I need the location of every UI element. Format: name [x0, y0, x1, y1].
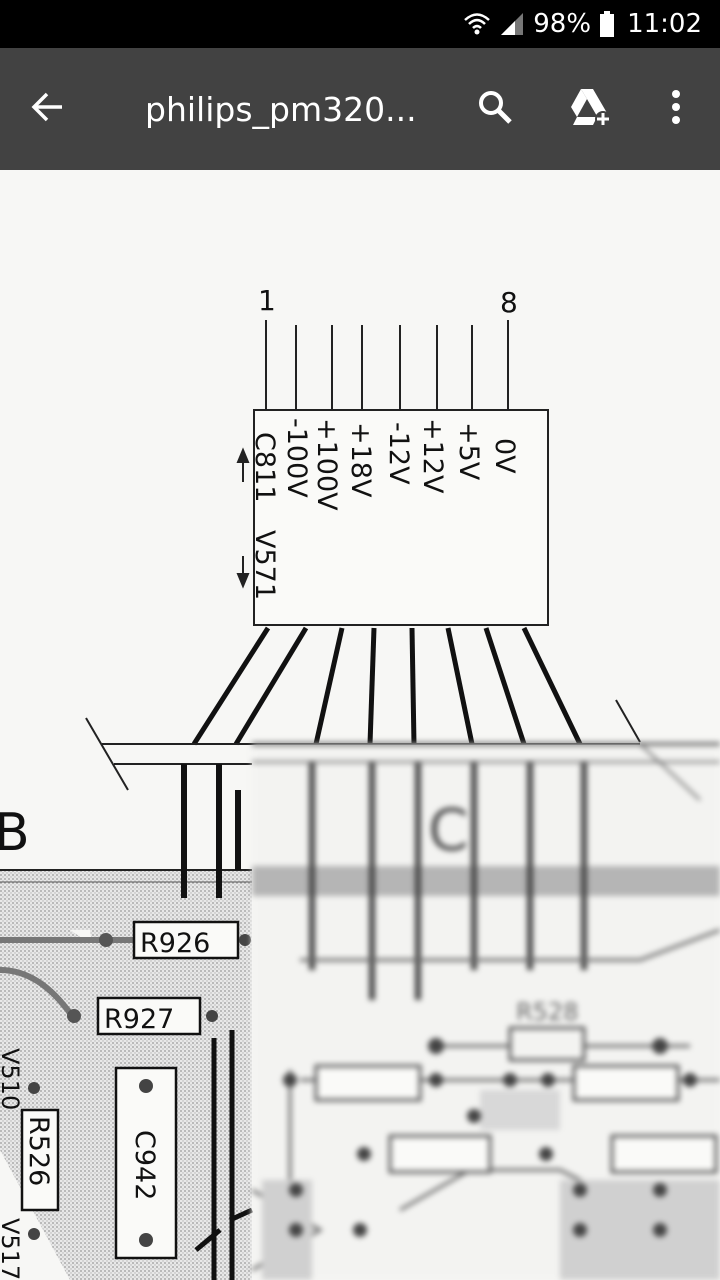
add-to-drive-button[interactable]: [554, 48, 626, 170]
signal-label: +12V: [417, 418, 448, 494]
document-viewport[interactable]: 1 8 -100V +100V +18V -12V +12V +5V 0V C8…: [0, 170, 720, 1280]
component-c942: C942: [114, 1066, 178, 1260]
signal-label: +100V: [311, 418, 342, 511]
ref-label: C811: [249, 432, 280, 502]
component-r926: R926: [0, 920, 251, 960]
component-label: R926: [140, 928, 210, 959]
component-label: R528: [516, 998, 578, 1026]
battery-icon: [599, 11, 615, 37]
component-label: C942: [129, 1130, 160, 1200]
back-arrow-icon: [30, 89, 66, 129]
search-icon: [476, 88, 514, 130]
wifi-icon: [463, 11, 491, 37]
section-letter-left: B: [0, 803, 30, 863]
signal-icon: [499, 11, 525, 37]
signal-label: +18V: [345, 422, 376, 498]
clock: 11:02: [627, 9, 702, 39]
signal-label: -12V: [383, 422, 414, 485]
connector-signal-labels: -100V +100V +18V -12V +12V +5V 0V C811 V…: [249, 418, 520, 600]
search-button[interactable]: [459, 48, 531, 170]
pin-label-first: 1: [258, 284, 276, 317]
component-label: V517: [0, 1218, 24, 1280]
app-bar: philips_pm320...: [0, 48, 720, 170]
component-r526: R526: [20, 1082, 60, 1240]
battery-percent: 98%: [533, 9, 592, 39]
component-label: R526: [23, 1116, 54, 1186]
pin-label-last: 8: [500, 286, 518, 319]
signal-label: -100V: [281, 418, 312, 498]
schematic-page: 1 8 -100V +100V +18V -12V +12V +5V 0V C8…: [0, 284, 720, 1280]
signal-label: +5V: [453, 422, 484, 481]
status-bar: 98% 11:02: [0, 0, 720, 48]
back-button[interactable]: [12, 48, 84, 170]
more-vert-icon: [671, 89, 681, 129]
add-to-drive-icon: [567, 87, 613, 131]
document-title: philips_pm320...: [145, 89, 417, 129]
component-r927: R927: [0, 967, 218, 1036]
section-letter-right: C: [428, 796, 469, 864]
more-options-button[interactable]: [640, 48, 712, 170]
ref-label: V571: [249, 530, 280, 600]
component-label: V510: [0, 1048, 24, 1110]
signal-label: 0V: [489, 438, 520, 474]
low-res-tile: C R528: [251, 742, 720, 1280]
component-label: R927: [104, 1004, 174, 1035]
